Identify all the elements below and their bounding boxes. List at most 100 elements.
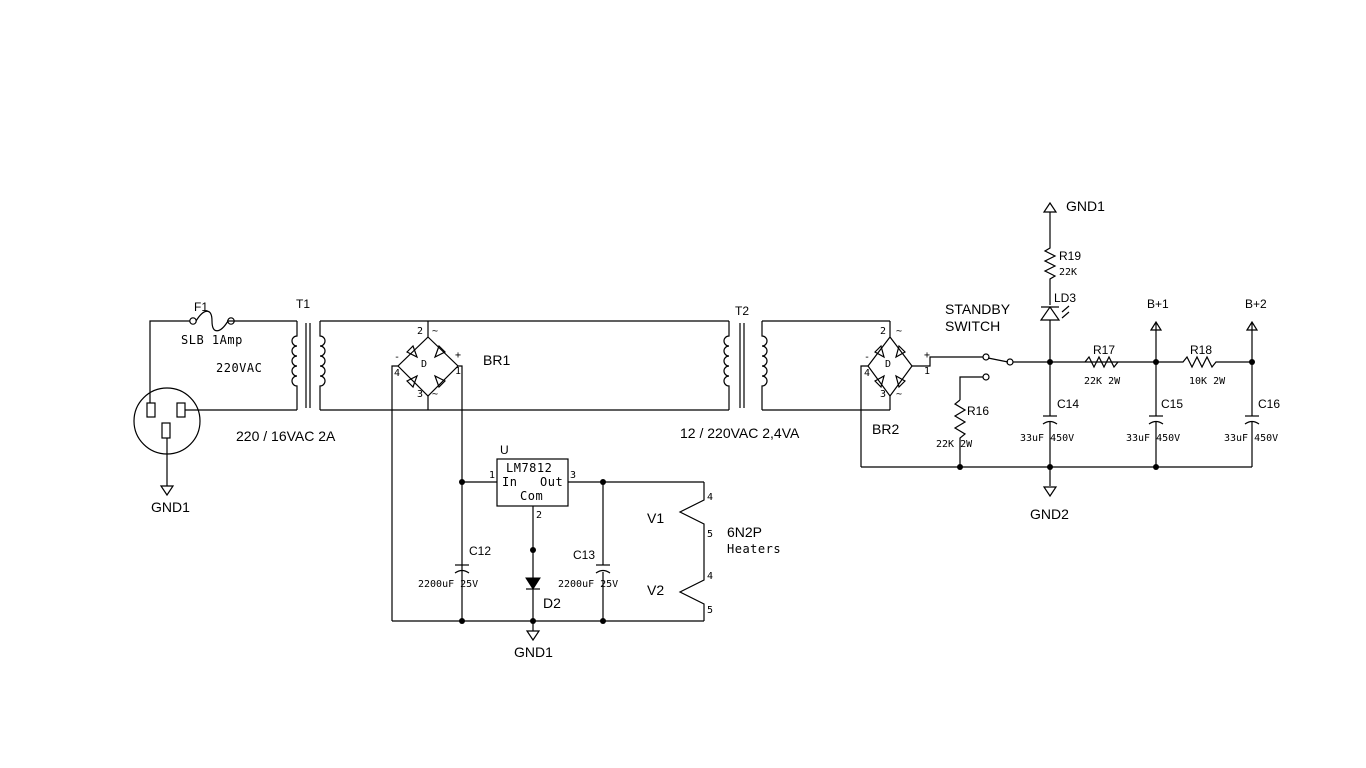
c14-value: 33uF 450V bbox=[1020, 433, 1074, 444]
bridge-rectifier-br1 bbox=[391, 321, 463, 621]
reg-pin2: 2 bbox=[536, 510, 542, 521]
br2-plus: + bbox=[924, 350, 930, 361]
br2-minus: - bbox=[864, 352, 870, 363]
junction-dot bbox=[459, 618, 465, 624]
diode-d2 bbox=[525, 577, 541, 621]
reg-in: In bbox=[502, 475, 517, 489]
capacitor-c12 bbox=[454, 564, 470, 574]
led-ld3 bbox=[1039, 305, 1070, 362]
br2-pin4: 4 bbox=[864, 368, 870, 379]
br2-ac-top: ~ bbox=[896, 326, 902, 337]
br2-d: D bbox=[885, 359, 891, 370]
t2-rating-label: 12 / 220VAC 2,4VA bbox=[680, 425, 800, 441]
r19-value: 22K bbox=[1059, 267, 1077, 278]
br1-pin1: 1 bbox=[455, 366, 461, 377]
fuse-ref-label: F1 bbox=[194, 300, 208, 314]
ground-symbol bbox=[1042, 486, 1058, 498]
r19-ref-label: R19 bbox=[1059, 249, 1081, 263]
c12-ref-label: C12 bbox=[469, 544, 491, 558]
transformer-t1 bbox=[291, 321, 326, 410]
br2-pin2: 2 bbox=[880, 326, 886, 337]
reg-pin1: 1 bbox=[489, 470, 495, 481]
v2-pin5: 5 bbox=[707, 605, 713, 616]
br1-pin2: 2 bbox=[417, 326, 423, 337]
reg-out: Out bbox=[540, 475, 563, 489]
v2-label: V2 bbox=[647, 582, 664, 598]
capacitor-c14 bbox=[1042, 362, 1058, 486]
bplus1-terminal bbox=[1149, 320, 1163, 362]
resistor-r18 bbox=[1156, 355, 1252, 369]
r18-ref-label: R18 bbox=[1190, 343, 1212, 357]
junction-dot bbox=[459, 479, 465, 485]
top-ground-label: GND1 bbox=[1066, 198, 1105, 214]
reg-com: Com bbox=[520, 489, 543, 503]
c13-ref-label: C13 bbox=[573, 548, 595, 562]
br1-ref-label: BR1 bbox=[483, 352, 510, 368]
bridge-rectifier-br2 bbox=[860, 321, 983, 467]
capacitor-c16 bbox=[1244, 362, 1260, 467]
tube-heaters bbox=[678, 482, 705, 621]
c15-value: 33uF 450V bbox=[1126, 433, 1180, 444]
tube-type-label: 6N2P bbox=[727, 524, 762, 540]
primary-voltage-label: 220VAC bbox=[216, 361, 262, 375]
gnd2-label: GND2 bbox=[1030, 506, 1069, 522]
br1-d: D bbox=[421, 359, 427, 370]
t1-ref-label: T1 bbox=[296, 297, 310, 311]
ground-label: GND1 bbox=[151, 499, 190, 515]
br2-pin3: 3 bbox=[880, 389, 886, 400]
br1-minus: - bbox=[394, 352, 400, 363]
junction-dot bbox=[600, 618, 606, 624]
standby-label-2: SWITCH bbox=[945, 318, 1000, 334]
r16-ref-label: R16 bbox=[967, 404, 989, 418]
ld3-ref-label: LD3 bbox=[1054, 291, 1076, 305]
bplus1-label: B+1 bbox=[1147, 297, 1169, 311]
br2-ref-label: BR2 bbox=[872, 421, 899, 437]
r17-value: 22K 2W bbox=[1084, 376, 1121, 387]
standby-label-1: STANDBY bbox=[945, 301, 1011, 317]
v1-label: V1 bbox=[647, 510, 664, 526]
br2-pin1: 1 bbox=[924, 366, 930, 377]
c14-ref-label: C14 bbox=[1057, 397, 1079, 411]
v2-pin4: 4 bbox=[707, 571, 713, 582]
br2-ac-bottom: ~ bbox=[896, 389, 902, 400]
reg-name: LM7812 bbox=[506, 461, 552, 475]
t1-rating-label: 220 / 16VAC 2A bbox=[236, 428, 336, 444]
ac-bus-wires bbox=[320, 320, 729, 411]
v1-pin4: 4 bbox=[707, 492, 713, 503]
br1-pin4: 4 bbox=[394, 368, 400, 379]
resistor-r17 bbox=[1084, 355, 1119, 369]
resistor-r19 bbox=[1043, 212, 1057, 305]
heaters-label: Heaters bbox=[727, 542, 781, 556]
capacitor-c15 bbox=[1148, 362, 1164, 467]
d2-ref-label: D2 bbox=[543, 595, 561, 611]
t2-ref-label: T2 bbox=[735, 304, 749, 318]
br1-plus: + bbox=[455, 350, 461, 361]
bplus2-terminal bbox=[1245, 320, 1259, 362]
fuse-f1 bbox=[189, 310, 235, 332]
br1-ac-top: ~ bbox=[432, 326, 438, 337]
reg-pin3: 3 bbox=[570, 470, 576, 481]
reg-u-label: U bbox=[500, 443, 509, 457]
standby-switch bbox=[959, 353, 1156, 400]
bplus2-label: B+2 bbox=[1245, 297, 1267, 311]
ground-symbol bbox=[525, 621, 541, 642]
junction-dot bbox=[530, 547, 536, 553]
c13-value: 2200uF 25V bbox=[558, 579, 618, 590]
ground-symbol bbox=[1042, 201, 1058, 213]
junction-dot bbox=[1047, 464, 1053, 470]
c16-ref-label: C16 bbox=[1258, 397, 1280, 411]
junction-dot bbox=[1153, 464, 1159, 470]
br1-ac-bottom: ~ bbox=[432, 389, 438, 400]
reg-ground-label: GND1 bbox=[514, 644, 553, 660]
transformer-t2 bbox=[723, 321, 768, 410]
c12-value: 2200uF 25V bbox=[418, 579, 478, 590]
r17-ref-label: R17 bbox=[1093, 343, 1115, 357]
resistor-r16 bbox=[953, 399, 967, 467]
v1-pin5: 5 bbox=[707, 529, 713, 540]
c15-ref-label: C15 bbox=[1161, 397, 1183, 411]
c16-value: 33uF 450V bbox=[1224, 433, 1278, 444]
capacitor-c13 bbox=[595, 482, 611, 621]
fuse-rating-label: SLB 1Amp bbox=[181, 333, 243, 347]
ground-symbol bbox=[159, 485, 175, 497]
